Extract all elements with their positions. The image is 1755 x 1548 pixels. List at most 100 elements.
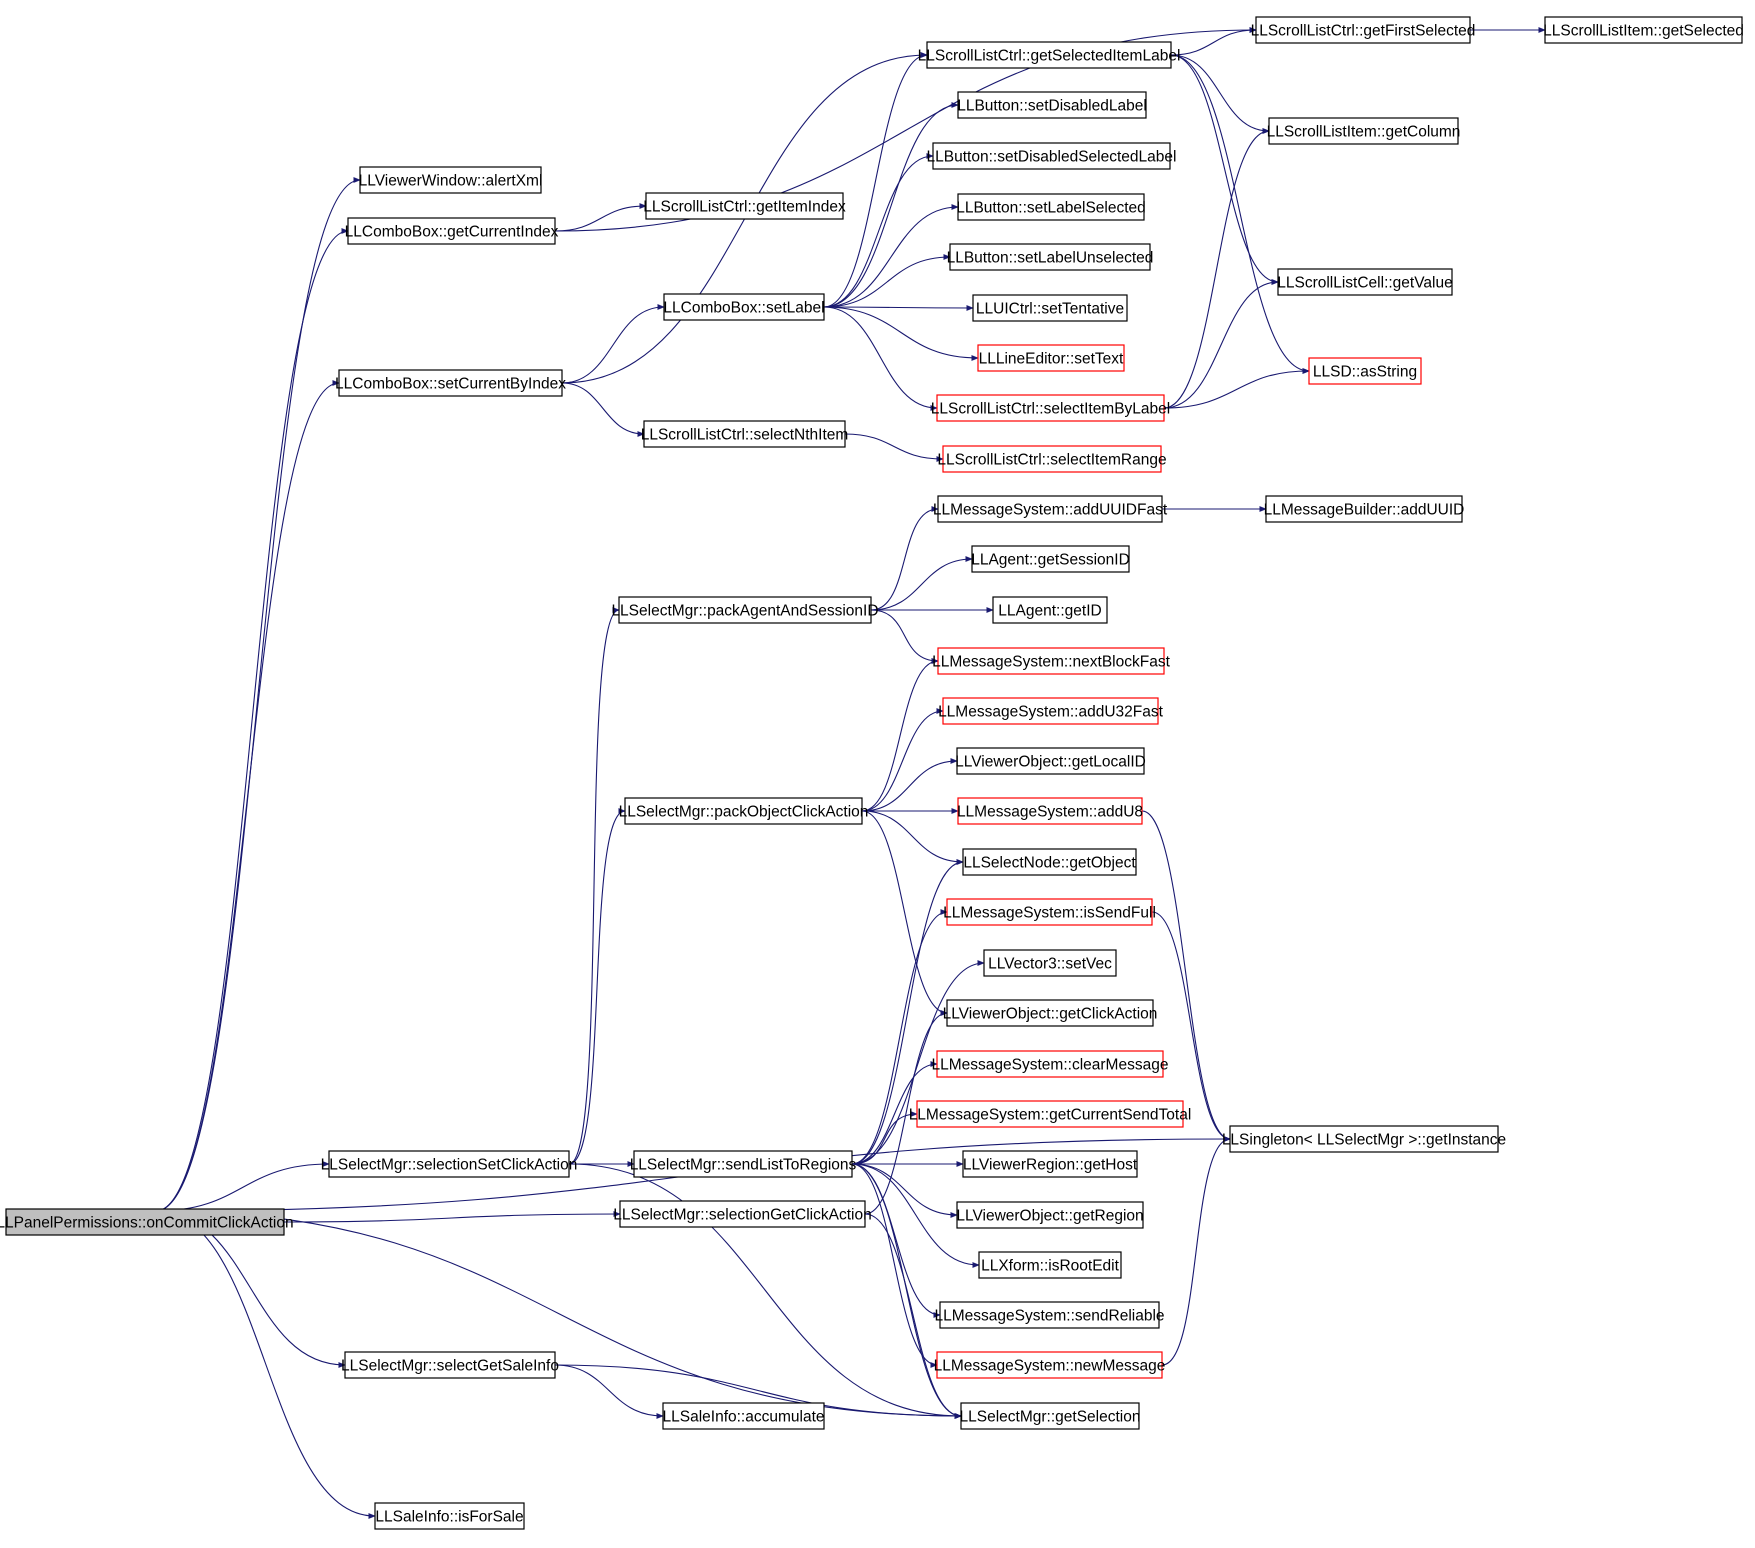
node-nextBlockFast[interactable]: LLMessageSystem::nextBlockFast (932, 647, 1171, 675)
node-label: LLSelectMgr::packAgentAndSessionID (611, 603, 878, 620)
node-sendListToRegions[interactable]: LLSelectMgr::sendListToRegions (630, 1150, 857, 1178)
node-label: LLScrollListItem::getColumn (1267, 124, 1461, 141)
node-box (962, 1150, 1138, 1178)
node-box (942, 445, 1162, 473)
node-isRootEdit[interactable]: LLXform::isRootEdit (978, 1251, 1122, 1279)
node-label: LLViewerObject::getLocalID (955, 754, 1146, 771)
node-itemGetSelected[interactable]: LLScrollListItem::getSelected (1543, 16, 1744, 44)
node-selectionGetClickAction[interactable]: LLSelectMgr::selectionGetClickAction (613, 1200, 872, 1228)
node-label: LLAgent::getID (998, 603, 1101, 620)
edge-root-to-alertXml (155, 180, 360, 1212)
node-box (949, 243, 1151, 271)
node-label: LLMessageSystem::sendReliable (934, 1308, 1164, 1325)
edge-root-to-setCurrentByIndex (155, 383, 339, 1212)
node-addU8[interactable]: LLMessageSystem::addU8 (957, 797, 1143, 825)
node-getCurrentSendTotal[interactable]: LLMessageSystem::getCurrentSendTotal (909, 1100, 1192, 1128)
node-label: LLSingleton< LLSelectMgr >::getInstance (1222, 1132, 1506, 1149)
node-setDisabledSelectedLabel[interactable]: LLButton::setDisabledSelectedLabel (927, 142, 1177, 170)
node-root[interactable]: LLPanelPermissions::onCommitClickAction (0, 1208, 294, 1236)
edge-cbSetLabel-to-setDisabledSelectedLabel (823, 156, 933, 308)
node-selectItemRange[interactable]: LLScrollListCtrl::selectItemRange (937, 445, 1167, 473)
node-packAgentAndSessionID[interactable]: LLSelectMgr::packAgentAndSessionID (611, 596, 879, 624)
node-addU32Fast[interactable]: LLMessageSystem::addU32Fast (938, 697, 1164, 725)
edge-sendListToRegions-to-newMessage (851, 1163, 937, 1365)
node-box (1308, 357, 1422, 385)
node-agentGetID[interactable]: LLAgent::getID (992, 596, 1108, 624)
node-getHost[interactable]: LLViewerRegion::getHost (962, 1150, 1138, 1178)
node-sendReliable[interactable]: LLMessageSystem::sendReliable (934, 1301, 1165, 1329)
node-label: LLSelectMgr::selectionGetClickAction (613, 1207, 871, 1224)
node-box (618, 596, 872, 624)
edge-cbSetLabel-to-setLabelUnselected (823, 257, 950, 308)
node-box (5, 1208, 285, 1236)
node-getColumn[interactable]: LLScrollListItem::getColumn (1267, 117, 1461, 145)
node-packObjectClickAction[interactable]: LLSelectMgr::packObjectClickAction (619, 797, 869, 825)
node-label: LLVector3::setVec (988, 956, 1112, 973)
node-alertXml[interactable]: LLViewerWindow::alertXml (359, 166, 543, 194)
edge-selectGetSaleInfo-to-getSelection (554, 1364, 961, 1416)
node-selectNthItem[interactable]: LLScrollListCtrl::selectNthItem (641, 420, 849, 448)
node-asString[interactable]: LLSD::asString (1308, 357, 1422, 385)
node-label: LLLineEditor::setText (979, 351, 1124, 368)
node-getSelectedItemLabel[interactable]: LLScrollListCtrl::getSelectedItemLabel (918, 41, 1181, 69)
node-clearMessage[interactable]: LLMessageSystem::clearMessage (932, 1050, 1169, 1078)
node-setLabelUnselected[interactable]: LLButton::setLabelUnselected (947, 243, 1154, 271)
edge-cbSetLabel-to-setLabelSelected (823, 207, 958, 308)
node-selectGetSaleInfo[interactable]: LLSelectMgr::selectGetSaleInfo (341, 1351, 559, 1379)
edge-root-to-selectionSetClickAction (155, 1164, 329, 1212)
node-label: LLUICtrl::setTentative (976, 301, 1124, 318)
node-newMessage[interactable]: LLMessageSystem::newMessage (934, 1351, 1166, 1379)
node-getInstance[interactable]: LLSingleton< LLSelectMgr >::getInstance (1222, 1125, 1506, 1153)
node-getItemIndex[interactable]: LLScrollListCtrl::getItemIndex (643, 192, 846, 220)
node-isForSale[interactable]: LLSaleInfo::isForSale (374, 1502, 525, 1530)
node-box (619, 1200, 866, 1228)
node-box (936, 1351, 1163, 1379)
node-box (962, 848, 1137, 876)
node-box (374, 1502, 525, 1530)
edge-sendListToRegions-to-nodeGetObject (851, 862, 963, 1165)
edge-root-to-selectionGetClickAction (283, 1214, 620, 1223)
node-box (937, 647, 1165, 675)
node-label: LLViewerWindow::alertXml (359, 173, 543, 190)
node-box (1255, 16, 1471, 44)
edge-packObjectClickAction-to-nodeGetObject (861, 810, 963, 862)
node-getSelection[interactable]: LLSelectMgr::getSelection (960, 1402, 1141, 1430)
node-selectItemByLabel[interactable]: LLScrollListCtrl::selectItemByLabel (931, 394, 1171, 422)
node-label: LLMessageSystem::addU32Fast (938, 704, 1164, 721)
node-box (956, 747, 1145, 775)
node-selectionSetClickAction[interactable]: LLSelectMgr::selectionSetClickAction (321, 1150, 578, 1178)
node-leSetText[interactable]: LLLineEditor::setText (977, 344, 1125, 372)
edge-selectNthItem-to-selectItemRange (844, 433, 943, 459)
node-box (936, 394, 1165, 422)
node-label: LLMessageSystem::clearMessage (932, 1057, 1169, 1074)
node-setDisabledLabel[interactable]: LLButton::setDisabledLabel (957, 91, 1147, 119)
node-getLocalID[interactable]: LLViewerObject::getLocalID (955, 747, 1146, 775)
node-setCurrentByIndex[interactable]: LLComboBox::setCurrentByIndex (335, 369, 566, 397)
node-box (1268, 117, 1459, 145)
node-cellGetValue[interactable]: LLScrollListCell::getValue (1277, 268, 1453, 296)
node-getClickAction[interactable]: LLViewerObject::getClickAction (943, 999, 1158, 1027)
node-setTentative[interactable]: LLUICtrl::setTentative (972, 294, 1128, 322)
node-setVec[interactable]: LLVector3::setVec (983, 949, 1117, 977)
node-box (643, 420, 846, 448)
node-getSessionID[interactable]: LLAgent::getSessionID (971, 545, 1130, 573)
edge-packObjectClickAction-to-nextBlockFast (861, 661, 938, 812)
node-box (957, 797, 1143, 825)
node-getRegion[interactable]: LLViewerObject::getRegion (956, 1201, 1144, 1229)
node-cbSetLabel[interactable]: LLComboBox::setLabel (663, 293, 825, 321)
node-getFirstSelected[interactable]: LLScrollListCtrl::getFirstSelected (1251, 16, 1476, 44)
node-label: LLViewerRegion::getHost (963, 1157, 1138, 1174)
node-setLabelSelected[interactable]: LLButton::setLabelSelected (956, 193, 1146, 221)
node-mbAddUUID[interactable]: LLMessageBuilder::addUUID (1264, 495, 1465, 523)
node-box (978, 1251, 1122, 1279)
node-box (338, 369, 563, 397)
node-box (359, 166, 542, 194)
node-nodeGetObject[interactable]: LLSelectNode::getObject (962, 848, 1137, 876)
node-box (624, 797, 863, 825)
edge-sendListToRegions-to-getCurrentSendTotal (851, 1114, 917, 1165)
node-accumulate[interactable]: LLSaleInfo::accumulate (662, 1402, 825, 1430)
node-isSendFull[interactable]: LLMessageSystem::isSendFull (943, 898, 1156, 926)
node-addUUIDFast[interactable]: LLMessageSystem::addUUIDFast (933, 495, 1168, 523)
node-getCurrentIndex[interactable]: LLComboBox::getCurrentIndex (345, 217, 559, 245)
